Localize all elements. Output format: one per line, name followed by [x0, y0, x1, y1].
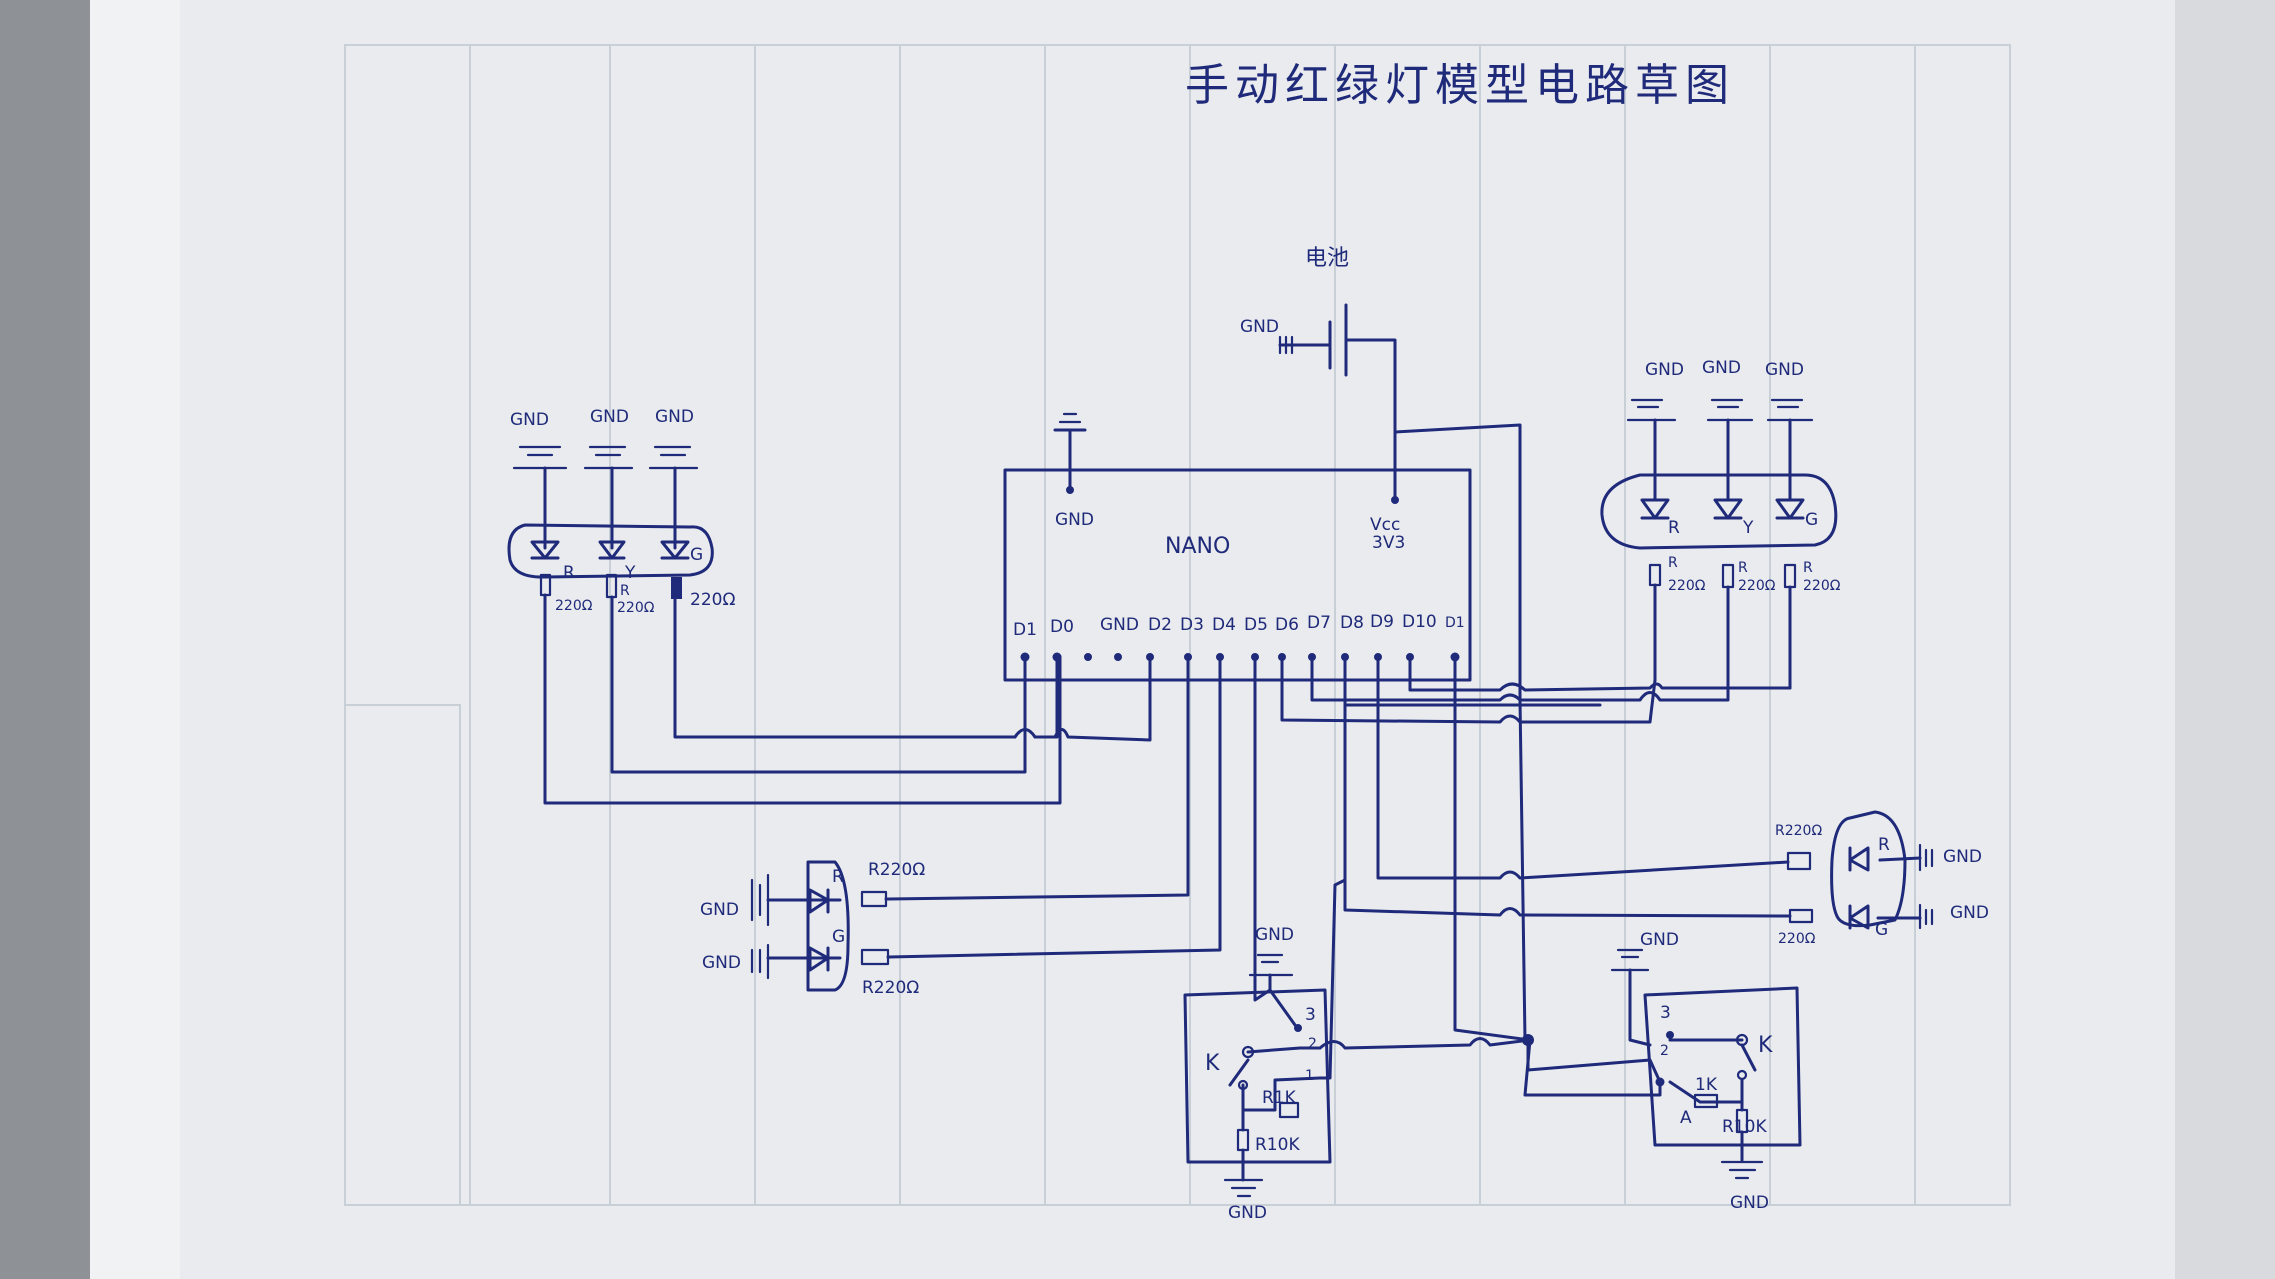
left-gnd-1: GND: [510, 410, 549, 430]
left-led-y: Y: [624, 563, 636, 583]
nano-gnd-label: GND: [1055, 510, 1094, 530]
right-gnd-3: GND: [1765, 360, 1804, 380]
lb-res-2: R220Ω: [862, 978, 919, 998]
pin-d6-label: D6: [1275, 615, 1299, 635]
pin-d1-label: D1: [1013, 620, 1037, 640]
sw1-r10k: R10K: [1255, 1135, 1300, 1155]
right-led-pair: R G GND GND R220Ω 220Ω: [1343, 655, 1989, 947]
sw2-gnd-bottom: GND: [1730, 1193, 1769, 1213]
switch-module-left: GND 3 K 2 1 R10K GND R1K: [1183, 655, 1532, 1223]
pin-d7-label: D7: [1307, 613, 1331, 633]
nano-board: NANO GND Vcc 3V3 D1 D0 GND D2 D3 D4 D5 D…: [1003, 412, 1522, 702]
nano-vcc-value: 3V3: [1372, 533, 1405, 553]
right-led-g: G: [1805, 510, 1818, 530]
rp-led-g: G: [1875, 920, 1888, 940]
sw2-gnd-top: GND: [1640, 930, 1679, 950]
right-res-2-r: R: [1738, 560, 1748, 576]
sw1-gnd-bottom: GND: [1228, 1203, 1267, 1223]
pin-d10-label: D10: [1402, 612, 1437, 632]
sw2-r10k: R10K: [1722, 1117, 1767, 1137]
left-bottom-led-pair: GND GND R G R220Ω R220Ω: [700, 655, 1222, 998]
switch-module-right: GND 3 2 K R10K GND 1K A: [1453, 655, 1802, 1213]
lb-gnd-2: GND: [702, 953, 741, 973]
rp-gnd-2: GND: [1950, 903, 1989, 923]
paper-margin-left: [90, 0, 180, 1279]
right-res-3-r: R: [1803, 560, 1813, 576]
right-res-3: 220Ω: [1803, 578, 1841, 594]
sw2-pin3: 3: [1660, 1003, 1671, 1023]
left-res-2: 220Ω: [617, 600, 655, 616]
sw2-a: A: [1680, 1108, 1692, 1128]
battery-label: 电池: [1305, 246, 1349, 271]
left-led-g: G: [690, 545, 703, 565]
right-led-r: R: [1668, 518, 1680, 538]
left-gnd-3: GND: [655, 407, 694, 427]
pin-d3-label: D3: [1180, 615, 1204, 635]
lb-led-r: R: [832, 867, 844, 887]
paper-sheet: [90, 0, 2180, 1279]
lb-led-g: G: [832, 927, 845, 947]
sw2-k: K: [1758, 1033, 1773, 1058]
left-res-3: 220Ω: [690, 590, 735, 610]
left-res-1: 220Ω: [555, 598, 593, 614]
right-res-2: 220Ω: [1738, 578, 1776, 594]
sw2-1k: 1K: [1695, 1075, 1718, 1095]
rp-led-r: R: [1878, 835, 1890, 855]
sw1-r1k: R1K: [1262, 1088, 1297, 1108]
diagram-title: 手动红绿灯模型电路草图: [1185, 60, 1735, 111]
left-traffic-light: GND GND GND R Y G 220Ω R 220Ω 220Ω: [507, 407, 1152, 805]
rp-res-2: 220Ω: [1778, 931, 1816, 947]
pin-d9-label: D9: [1370, 612, 1394, 632]
battery-symbol: 电池 GND: [1240, 246, 1397, 432]
desk-right: [2175, 0, 2275, 1279]
pin-d11-label: D1: [1445, 615, 1465, 631]
sw1-pin1: 1: [1305, 1068, 1314, 1084]
rp-res-1: R220Ω: [1775, 823, 1822, 839]
left-gnd-2: GND: [590, 407, 629, 427]
right-gnd-2: GND: [1702, 358, 1741, 378]
pin-d4-label: D4: [1212, 615, 1236, 635]
pin-d0-label: D0: [1050, 617, 1074, 637]
right-gnd-1: GND: [1645, 360, 1684, 380]
lb-res-1: R220Ω: [868, 860, 925, 880]
nano-vcc-label: Vcc: [1370, 515, 1400, 535]
pin-d2-label: D2: [1148, 615, 1172, 635]
right-res-1-r: R: [1668, 555, 1678, 571]
right-traffic-light: GND GND GND R Y G R 220Ω R 220Ω R 220Ω: [1280, 358, 1841, 724]
right-res-1: 220Ω: [1668, 578, 1706, 594]
sw1-pin3: 3: [1305, 1005, 1316, 1025]
lb-gnd-1: GND: [700, 900, 739, 920]
paper-grid: [344, 44, 2011, 1206]
pin-d5-label: D5: [1244, 615, 1268, 635]
battery-gnd-label: GND: [1240, 317, 1279, 337]
rp-gnd-1: GND: [1943, 847, 1982, 867]
sw1-k: K: [1205, 1051, 1220, 1076]
left-res-2-r: R: [620, 583, 630, 599]
sw2-pin2: 2: [1660, 1043, 1669, 1059]
nano-label: NANO: [1165, 534, 1230, 559]
pin-d8-label: D8: [1340, 613, 1364, 633]
sw1-pin2: 2: [1308, 1036, 1317, 1052]
right-led-y: Y: [1742, 518, 1754, 538]
left-led-r: R: [563, 563, 575, 583]
sw1-gnd-top: GND: [1255, 925, 1294, 945]
pin-gnd-label: GND: [1100, 615, 1139, 635]
